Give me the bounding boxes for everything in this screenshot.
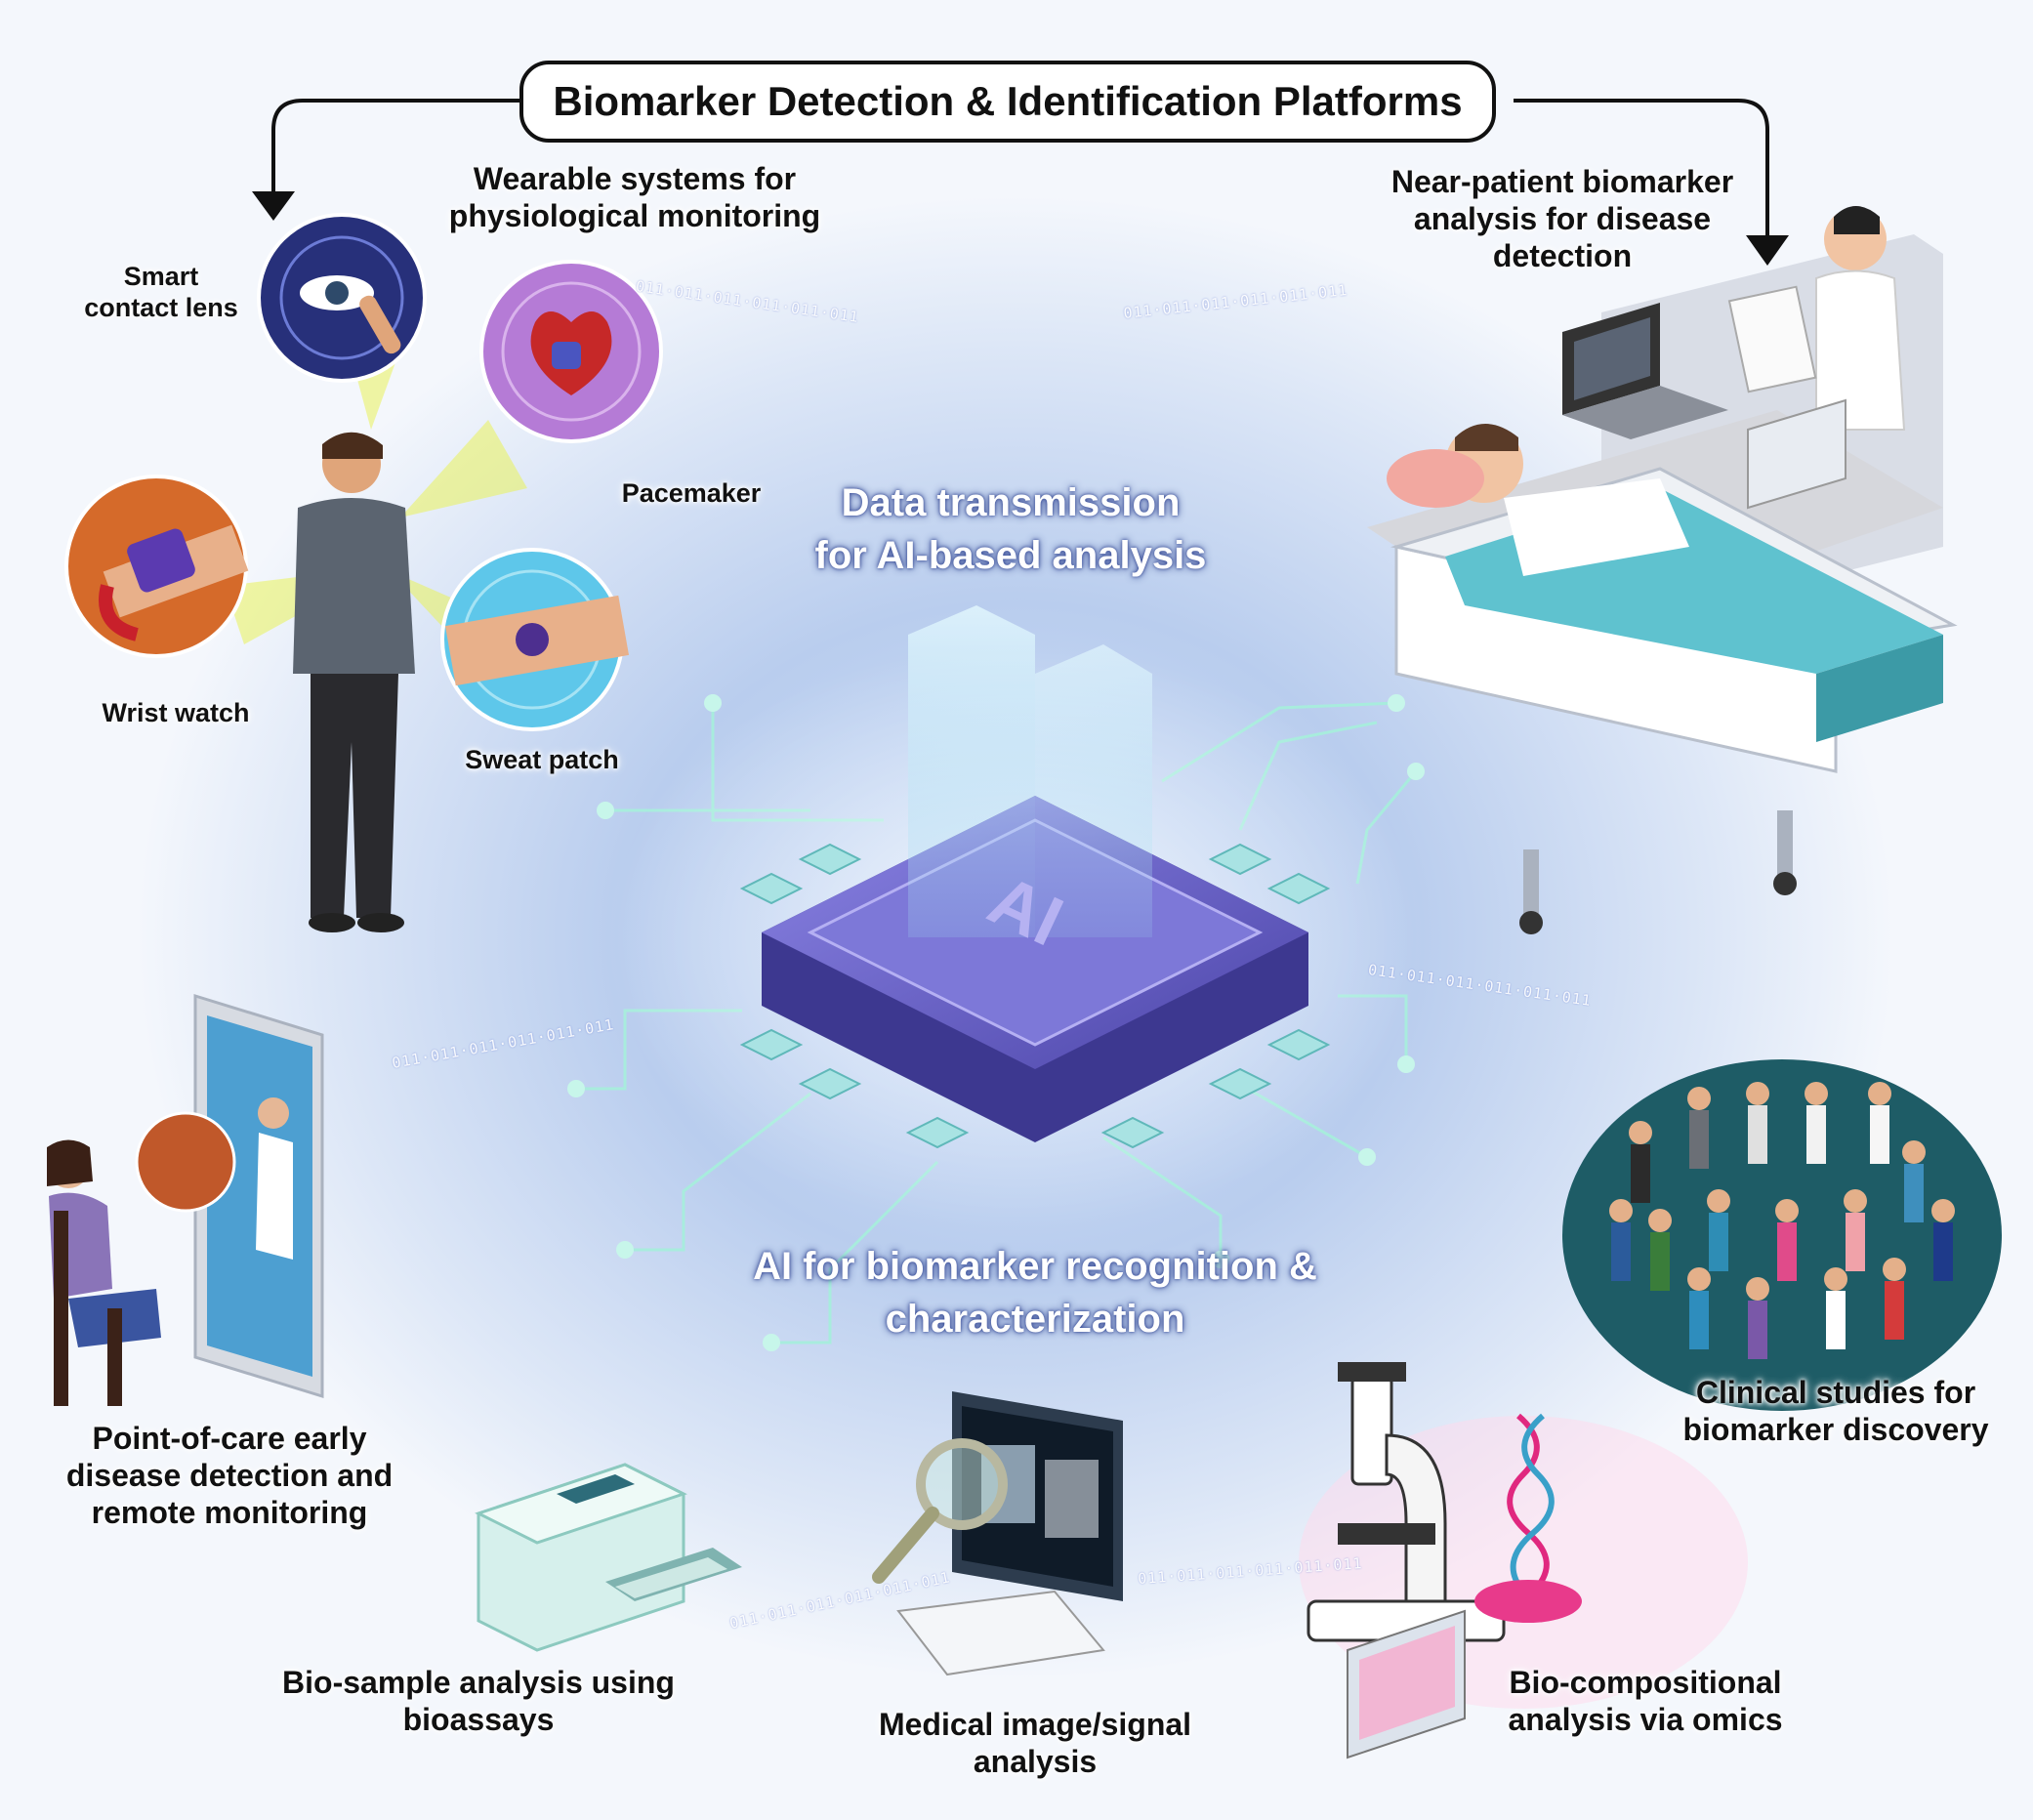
imaging-line-2: analysis	[973, 1743, 1098, 1779]
poc-line-2: disease detection and	[65, 1457, 394, 1493]
bioassay-line-2: bioassays	[402, 1701, 555, 1737]
wrist-watch-label: Wrist watch	[102, 698, 250, 727]
transmission-line-1: Data transmission	[841, 481, 1181, 524]
clinical-crowd-illustration	[1562, 1059, 2002, 1411]
ai-chip	[605, 605, 1426, 1230]
poc-label: Point-of-care early disease detection an…	[39, 1421, 420, 1531]
imaging-illustration	[872, 1391, 1123, 1676]
wearables-heading: Wearable systems for physiological monit…	[430, 161, 840, 235]
omics-line-2: analysis via omics	[1508, 1701, 1783, 1737]
transmission-label: Data transmission for AI-based analysis	[786, 476, 1235, 582]
poc-line-3: remote monitoring	[91, 1494, 368, 1530]
near-patient-line-1: Near-patient biomarker	[1390, 164, 1734, 199]
bioassay-illustration	[475, 1463, 742, 1652]
imaging-line-1: Medical image/signal	[878, 1707, 1192, 1742]
pacemaker-label: Pacemaker	[621, 478, 762, 508]
flow-arrows	[252, 99, 1789, 266]
transmission-line-2: for AI-based analysis	[814, 534, 1207, 577]
clinical-studies-label: Clinical studies for biomarker discovery	[1650, 1375, 2021, 1449]
hospital-bed-illustration	[1367, 206, 1958, 934]
wearables-heading-line-1: Wearable systems for	[473, 161, 797, 196]
wearables-illustration	[64, 213, 663, 932]
wearables-heading-line-2: physiological monitoring	[448, 197, 821, 233]
omics-line-1: Bio-compositional	[1509, 1665, 1782, 1700]
sweat-patch-label: Sweat patch	[465, 745, 619, 774]
circuit-nodes	[567, 694, 1425, 1351]
imaging-label: Medical image/signal analysis	[859, 1707, 1211, 1781]
near-patient-label: Near-patient biomarker analysis for dise…	[1348, 164, 1777, 274]
bioassay-label: Bio-sample analysis using bioassays	[273, 1665, 684, 1739]
bioassay-line-1: Bio-sample analysis using	[282, 1665, 675, 1700]
recognition-label: AI for biomarker recognition & character…	[684, 1240, 1387, 1345]
recognition-line-2: characterization	[885, 1298, 1185, 1341]
omics-illustration	[1299, 1362, 1748, 1759]
contact-lens-line-1: Smart	[123, 262, 199, 291]
arrow-left-head	[252, 191, 295, 221]
contact-lens-label: Smart contact lens	[54, 262, 269, 324]
poc-line-1: Point-of-care early	[92, 1421, 367, 1456]
arrow-right	[1514, 99, 1769, 239]
omics-label: Bio-compositional analysis via omics	[1484, 1665, 1806, 1739]
recognition-line-1: AI for biomarker recognition &	[753, 1245, 1317, 1288]
near-patient-line-3: detection	[1492, 237, 1633, 273]
contact-lens-line-2: contact lens	[84, 292, 238, 322]
arrow-left	[271, 99, 519, 195]
poc-illustration	[47, 993, 324, 1406]
clinical-studies-line-2: biomarker discovery	[1682, 1411, 1989, 1447]
clinical-studies-line-1: Clinical studies for	[1695, 1375, 1976, 1410]
arrow-right-head	[1746, 235, 1789, 266]
diagram-title: Biomarker Detection & Identification Pla…	[519, 61, 1496, 143]
near-patient-line-2: analysis for disease	[1413, 200, 1712, 236]
